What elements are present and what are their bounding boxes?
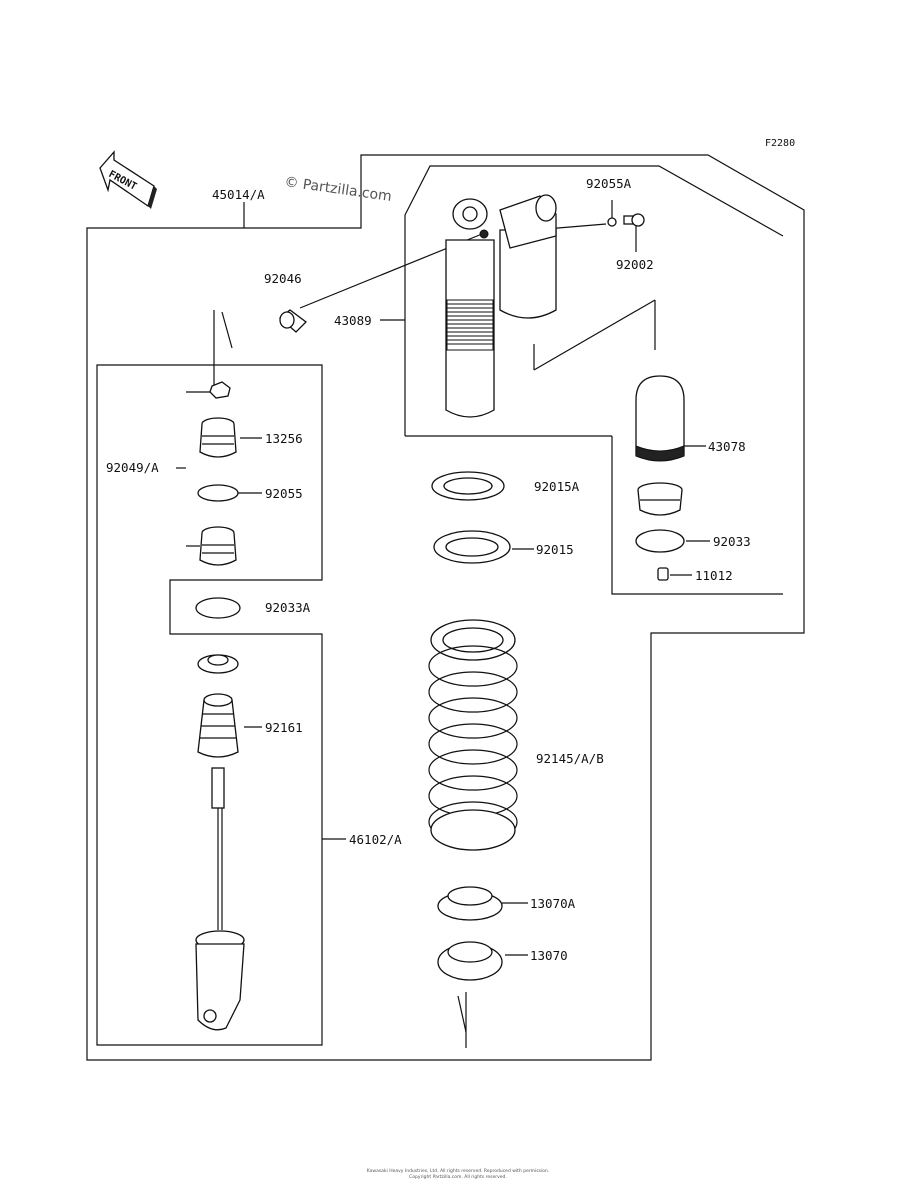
label-92049A: 92049/A <box>106 460 159 475</box>
label-92033A: 92033A <box>265 600 311 615</box>
diagram-code: F2280 <box>765 138 795 149</box>
leader-lines <box>176 200 710 1048</box>
label-46102A: 46102/A <box>349 832 402 847</box>
bushing-92046-part <box>278 309 307 333</box>
label-92161: 92161 <box>265 720 303 735</box>
circlip-92033A-part <box>195 597 241 619</box>
locknut-92015A-part <box>431 471 505 501</box>
label-11012: 11012 <box>695 568 733 583</box>
nut-part <box>209 381 231 399</box>
assembly-outline-45014A <box>86 154 805 1061</box>
label-92055: 92055 <box>265 486 303 501</box>
label-92015A: 92015A <box>534 479 580 494</box>
label-13256: 13256 <box>265 431 303 446</box>
label-92046: 92046 <box>264 271 302 286</box>
spring-seat-13070A-part <box>437 886 503 921</box>
locknut-92015-part <box>433 530 511 564</box>
label-92055A: 92055A <box>586 176 632 191</box>
spring-92145AB-part <box>428 619 518 851</box>
partzilla-watermark: © Partzilla.com <box>283 174 392 205</box>
label-43089: 43089 <box>334 313 372 328</box>
footer-copyright-line1: Kawasaki Heavy Industries, Ltd. All righ… <box>367 1168 549 1174</box>
reservoir-cap-part <box>637 482 683 516</box>
washer-92055A-part <box>607 217 617 227</box>
rubber-bumper-92161-part <box>197 693 239 758</box>
label-13070A: 13070A <box>530 896 576 911</box>
label-92033: 92033 <box>713 534 751 549</box>
stopper-part <box>197 654 239 674</box>
assembly-outline-46102A <box>96 364 323 1046</box>
label-92002: 92002 <box>616 257 654 272</box>
bolt-92002-part <box>623 213 645 227</box>
reservoir-43078-part <box>635 375 685 462</box>
footer-copyright-line2: Copyright Partzilla.com. All rights rese… <box>409 1174 507 1180</box>
oring-92033-part <box>635 529 685 553</box>
shock-body-43089-part <box>445 194 557 418</box>
label-13070: 13070 <box>530 948 568 963</box>
label-45014A: 45014/A <box>212 187 265 202</box>
label-92015: 92015 <box>536 542 574 557</box>
front-arrow-icon: FRONT <box>99 150 157 209</box>
piston-rod-46102A-part <box>195 767 245 1031</box>
oring-92055-part <box>197 484 239 502</box>
bushing-13256-part <box>199 417 237 458</box>
assembly-outline-43089 <box>404 165 784 595</box>
label-92145AB: 92145/A/B <box>536 751 604 766</box>
valve-11012-part <box>657 567 669 581</box>
label-43078: 43078 <box>708 439 746 454</box>
spring-seat-13070-part <box>437 941 503 981</box>
bushing-92049A-part <box>199 526 237 566</box>
